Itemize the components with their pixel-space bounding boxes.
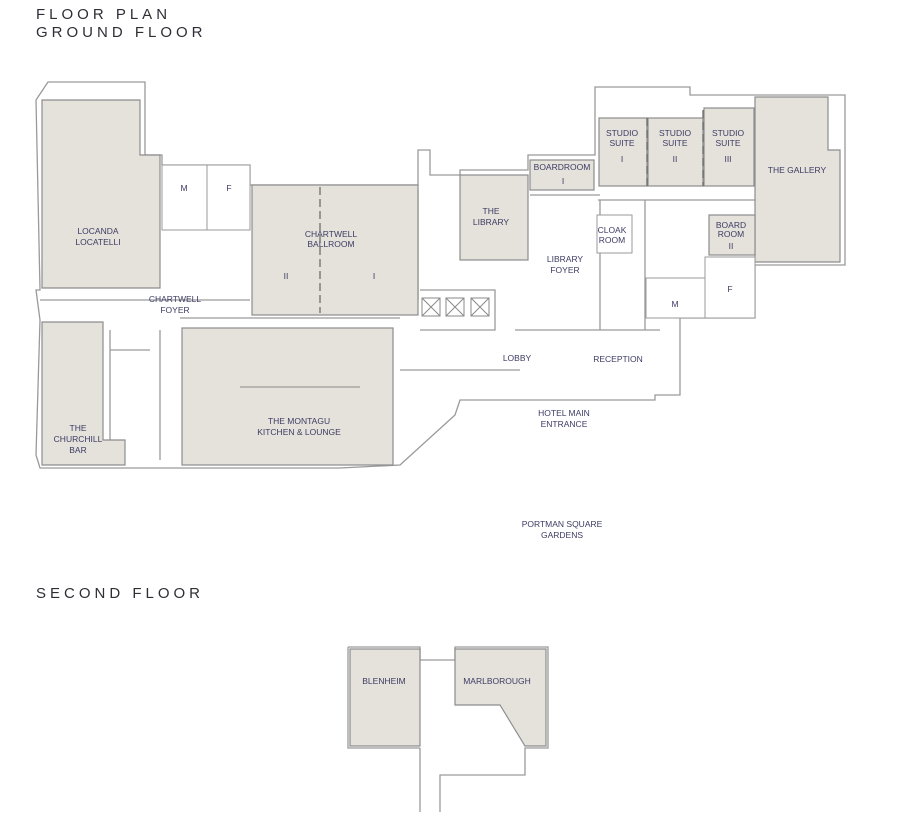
label-locanda-1: LOCANDA xyxy=(77,226,118,236)
label-gallery: THE GALLERY xyxy=(768,165,827,175)
room-locanda-locatelli[interactable] xyxy=(41,99,161,289)
label-montagu-2: KITCHEN & LOUNGE xyxy=(257,427,341,437)
label-ballroom-1: CHARTWELL xyxy=(305,229,358,239)
label-studio-2c: II xyxy=(673,154,678,164)
label-blenheim: BLENHEIM xyxy=(362,676,405,686)
second-floor-heading: SECOND FLOOR xyxy=(36,585,205,602)
room-studio-suite-2[interactable] xyxy=(647,117,704,187)
label-churchill-2: CHURCHILL xyxy=(54,434,103,444)
label-studio-1a: STUDIO xyxy=(606,128,639,138)
room-montagu[interactable] xyxy=(181,327,394,466)
elevators xyxy=(421,297,490,317)
label-lobby: LOBBY xyxy=(503,353,532,363)
label-cloak-1: CLOAK xyxy=(598,225,627,235)
label-mens-west: M xyxy=(180,183,187,193)
label-library-foyer-1: LIBRARY xyxy=(547,254,584,264)
room-ladies-west[interactable] xyxy=(206,164,251,231)
label-mens-east: M xyxy=(671,299,678,309)
room-marlborough[interactable] xyxy=(454,648,547,747)
label-boardroom-1b: I xyxy=(562,176,564,186)
label-studio-2a: STUDIO xyxy=(659,128,692,138)
room-blenheim[interactable] xyxy=(349,648,421,747)
label-boardroom-2c: II xyxy=(729,241,734,251)
label-churchill-1: THE xyxy=(70,423,87,433)
ground-floor-labels: LOCANDA LOCATELLI M F CHARTWELL BALLROOM… xyxy=(54,128,827,540)
label-gardens-1: PORTMAN SQUARE xyxy=(522,519,603,529)
ground-floor-heading: GROUND FLOOR xyxy=(36,24,207,41)
label-boardroom-2b: ROOM xyxy=(718,229,744,239)
label-entrance-2: ENTRANCE xyxy=(541,419,588,429)
room-mens-east[interactable] xyxy=(645,277,706,319)
label-ballroom-2: BALLROOM xyxy=(307,239,354,249)
label-locanda-2: LOCATELLI xyxy=(75,237,120,247)
room-churchill-bar[interactable] xyxy=(41,321,126,466)
room-ladies-east[interactable] xyxy=(704,256,756,319)
label-library-2: LIBRARY xyxy=(473,217,510,227)
label-gardens-2: GARDENS xyxy=(541,530,583,540)
label-entrance-1: HOTEL MAIN xyxy=(538,408,590,418)
room-the-gallery[interactable] xyxy=(754,96,841,263)
label-ladies-west: F xyxy=(226,183,231,193)
room-studio-suite-3[interactable] xyxy=(703,107,755,187)
label-studio-3a: STUDIO xyxy=(712,128,745,138)
label-ballroom-ii: II xyxy=(284,271,289,281)
label-studio-1c: I xyxy=(621,154,623,164)
label-marlborough: MARLBOROUGH xyxy=(463,676,531,686)
label-chartwell-foyer-1: CHARTWELL xyxy=(149,294,202,304)
room-boardroom-2[interactable] xyxy=(708,214,756,256)
label-ballroom-i: I xyxy=(373,271,375,281)
room-chartwell-ballroom[interactable] xyxy=(251,184,419,316)
room-mens-west[interactable] xyxy=(161,164,208,231)
label-boardroom-1a: BOARDROOM xyxy=(534,162,591,172)
floor-plan-title: FLOOR PLAN xyxy=(36,6,172,23)
room-library[interactable] xyxy=(459,174,529,261)
label-chartwell-foyer-2: FOYER xyxy=(160,305,189,315)
second-floor-labels: BLENHEIM MARLBOROUGH xyxy=(362,676,531,686)
label-library-foyer-2: FOYER xyxy=(550,265,579,275)
label-library-1: THE xyxy=(483,206,500,216)
label-ladies-east: F xyxy=(727,284,732,294)
room-boardroom-1[interactable] xyxy=(529,159,595,191)
room-cloak[interactable] xyxy=(596,214,633,254)
label-studio-3c: III xyxy=(724,154,731,164)
label-churchill-3: BAR xyxy=(69,445,86,455)
label-studio-3b: SUITE xyxy=(715,138,740,148)
room-studio-suite-1[interactable] xyxy=(598,117,648,187)
label-studio-1b: SUITE xyxy=(609,138,634,148)
label-boardroom-2a: BOARD xyxy=(716,220,746,230)
label-studio-2b: SUITE xyxy=(662,138,687,148)
label-montagu-1: THE MONTAGU xyxy=(268,416,330,426)
label-cloak-2: ROOM xyxy=(599,235,625,245)
label-reception: RECEPTION xyxy=(593,354,643,364)
